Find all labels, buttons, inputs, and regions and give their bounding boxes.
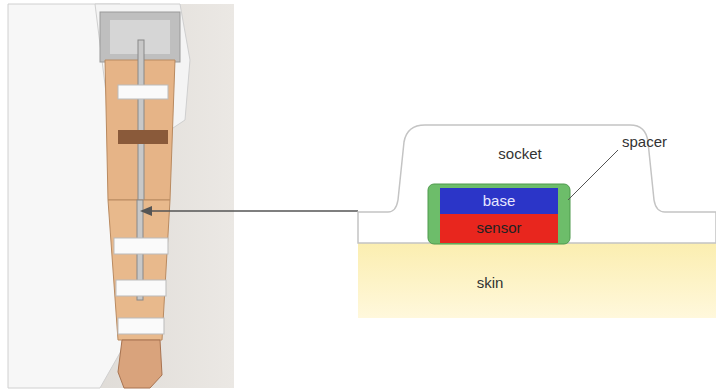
node-text: skin	[477, 275, 504, 292]
skin-layer	[358, 243, 716, 318]
node-text: base	[483, 193, 516, 210]
base-box: base	[440, 188, 558, 214]
arrow-head	[140, 206, 152, 216]
sensor-box: sensor	[440, 214, 558, 243]
leader-line	[568, 150, 618, 200]
skin-label-box: skin	[430, 268, 550, 298]
part-label: spacer	[622, 134, 667, 151]
node-text: socket	[498, 146, 541, 163]
pointer-arrow	[150, 210, 358, 212]
socket-shape	[358, 125, 716, 243]
node-text: sensor	[476, 220, 521, 237]
socket-label-box: socket	[440, 140, 600, 168]
orthosis-photo	[8, 4, 234, 388]
base-shape	[440, 188, 558, 214]
sensor-shape	[440, 214, 558, 243]
spacer-shape	[428, 184, 570, 244]
